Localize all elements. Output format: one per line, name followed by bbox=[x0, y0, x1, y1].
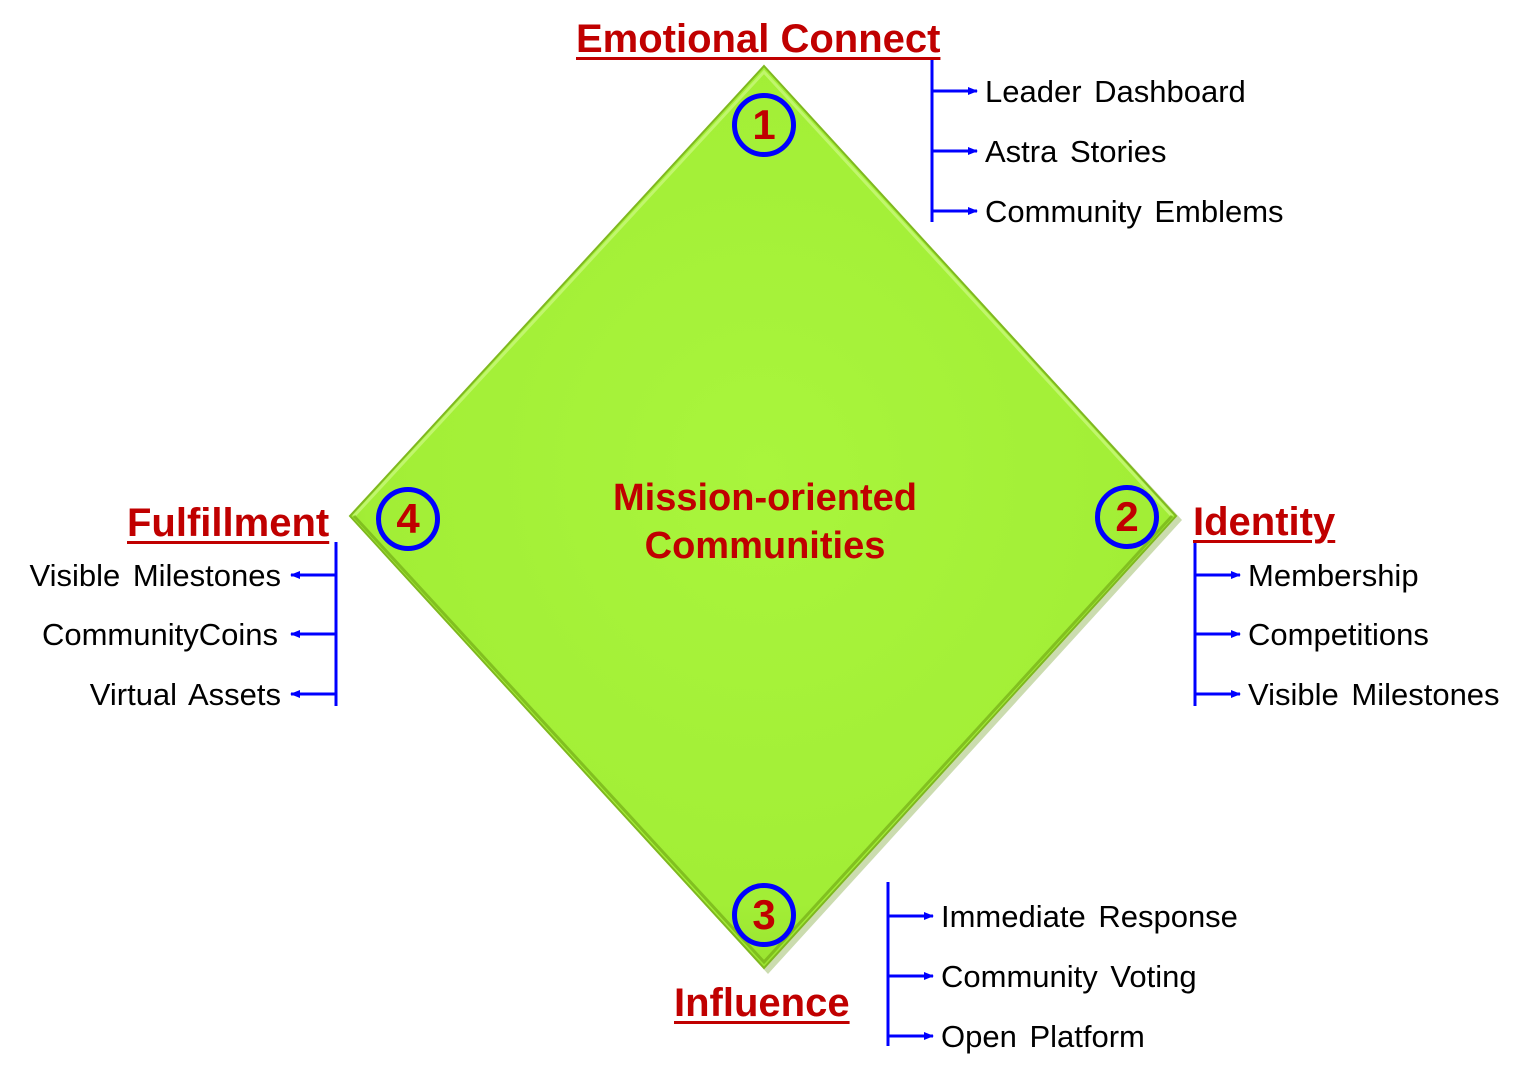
list-item: Community Voting bbox=[941, 959, 1197, 994]
diamond-bevel-right bbox=[352, 514, 1174, 965]
list-item: Visible Milestones bbox=[1248, 677, 1500, 712]
heading-influence: Influence bbox=[674, 981, 850, 1025]
center-title-line1: Mission-oriented bbox=[612, 477, 918, 519]
list-item: CommunityCoins bbox=[41, 617, 278, 652]
list-item: Membership bbox=[1248, 558, 1419, 593]
diamond-bevel-left bbox=[352, 69, 1174, 518]
list-item: Immediate Response bbox=[941, 899, 1238, 934]
list-item: Leader Dashboard bbox=[985, 74, 1246, 109]
list-item: Virtual Assets bbox=[89, 677, 281, 712]
list-item: Competitions bbox=[1248, 617, 1429, 652]
heading-emotional-connect: Emotional Connect bbox=[576, 17, 941, 61]
center-title: Mission-oriented Communities bbox=[565, 474, 965, 570]
badge-2: 2 bbox=[1095, 485, 1159, 549]
badge-3: 3 bbox=[732, 883, 796, 947]
center-title-line2: Communities bbox=[644, 525, 886, 567]
diamond-shape bbox=[348, 64, 1178, 970]
heading-identity: Identity bbox=[1193, 500, 1336, 544]
badge-1: 1 bbox=[732, 93, 796, 157]
list-item: Community Emblems bbox=[985, 194, 1284, 229]
badge-4: 4 bbox=[376, 487, 440, 551]
list-item: Astra Stories bbox=[985, 134, 1167, 169]
list-item: Open Platform bbox=[941, 1019, 1145, 1054]
heading-fulfillment: Fulfillment bbox=[127, 501, 330, 545]
list-item: Visible Milestones bbox=[29, 558, 281, 593]
